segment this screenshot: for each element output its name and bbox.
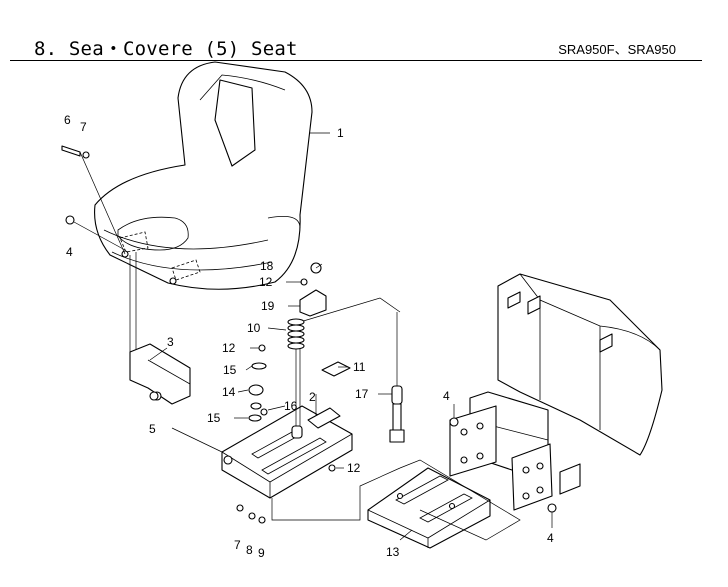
callout-16: 16 [284, 399, 298, 413]
callout-5: 5 [149, 422, 156, 436]
callout-12-mid: 12 [222, 341, 236, 355]
callout-2: 2 [309, 390, 316, 404]
callout-4-right-lower: 4 [547, 531, 554, 545]
callout-11: 11 [353, 360, 366, 374]
pad-part [321, 361, 351, 377]
callout-7-top: 7 [80, 120, 87, 134]
callout-13: 13 [386, 545, 400, 559]
page-title: 8. Sea・Covere (5) Seat [34, 38, 298, 60]
callout-6: 6 [64, 113, 71, 127]
spring-part [287, 318, 305, 426]
callout-19: 19 [261, 299, 275, 313]
header-divider [10, 60, 702, 61]
seat-rail-part [367, 467, 491, 549]
callout-15-bottom: 15 [207, 411, 221, 425]
leader-lines [73, 132, 553, 541]
callout-1: 1 [337, 126, 344, 140]
base-plate-part [221, 405, 353, 499]
callout-8: 8 [246, 543, 253, 557]
callout-7-bottom: 7 [234, 538, 241, 552]
callout-12-bottom: 12 [347, 461, 361, 475]
callout-4-left: 4 [66, 245, 73, 259]
callout-15-top: 15 [223, 363, 237, 377]
callout-3: 3 [167, 335, 174, 349]
callout-17: 17 [355, 387, 369, 401]
callout-9: 9 [258, 546, 265, 560]
bracket-19-part [299, 289, 327, 317]
seat-part [94, 61, 313, 290]
callout-4-right-upper: 4 [443, 389, 450, 403]
callout-18: 18 [260, 259, 274, 273]
callout-12-top: 12 [259, 275, 273, 289]
switch-part [389, 312, 405, 443]
model-label: SRA950F、SRA950 [558, 42, 676, 57]
cover-frame-part [449, 273, 663, 511]
callout-10: 10 [247, 321, 261, 335]
callout-14: 14 [222, 385, 236, 399]
callout-labels: 1 2 3 4 4 4 5 6 7 7 8 9 10 11 12 12 12 1… [64, 113, 554, 560]
